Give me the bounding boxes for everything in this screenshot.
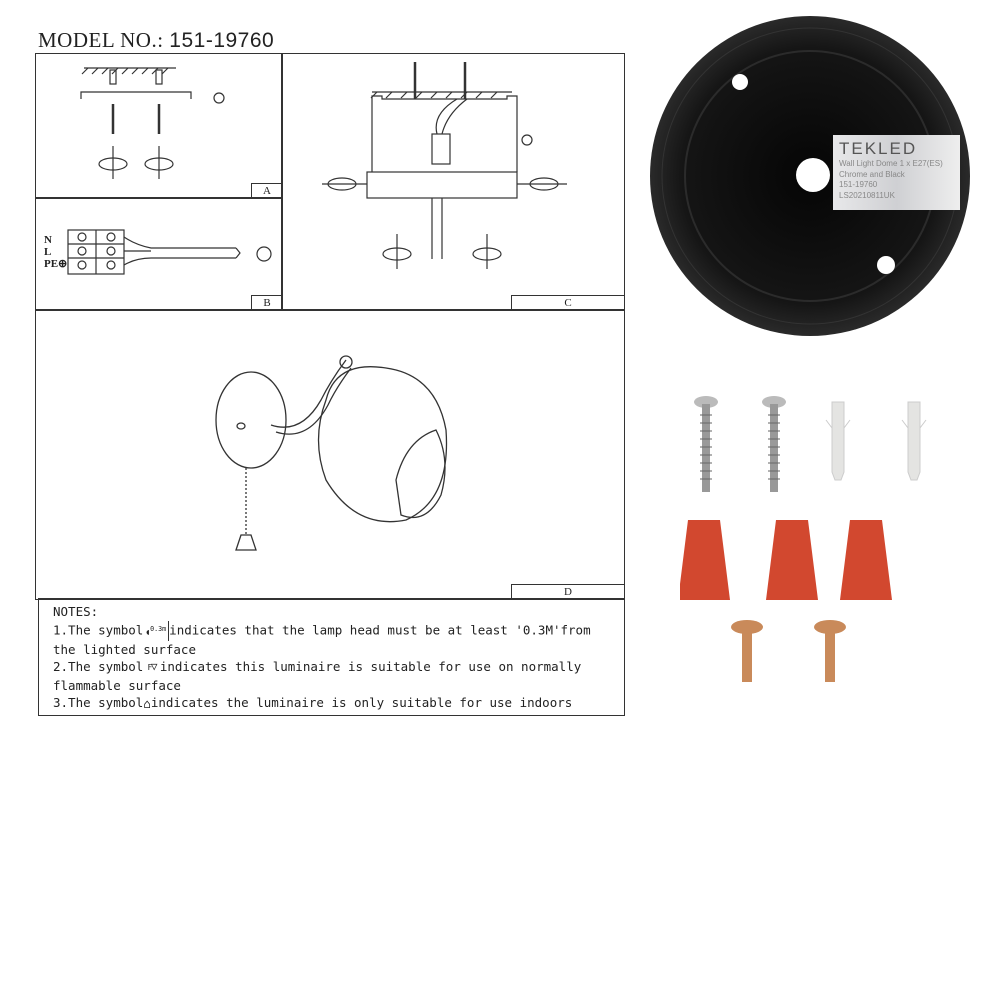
wood-screw <box>762 396 786 492</box>
label-line-3: 151-19760 <box>839 180 878 189</box>
wire-connector <box>840 520 892 600</box>
neutral-label: N <box>44 234 52 246</box>
model-number-heading: MODEL NO.: 151-19760 <box>38 28 275 52</box>
wall-light-drawing <box>215 355 448 551</box>
note-2: 2.The symbol ▽F indicates this luminaire… <box>53 659 582 693</box>
flammable-surface-icon: ▽F <box>147 660 158 674</box>
panel-b-label: B <box>251 295 282 310</box>
label-line-4: LS20210811UK <box>839 190 895 200</box>
product-label-sticker: TEKLED Wall Light Dome 1 x E27(ES) Chrom… <box>833 135 960 210</box>
ceiling-mount-drawing <box>80 67 225 179</box>
wire-connector <box>680 520 730 600</box>
note-3: 3.The symbol⌂indicates the luminaire is … <box>53 695 573 712</box>
panel-a: A <box>35 53 283 199</box>
panel-c-label: C <box>511 295 624 310</box>
panel-c: C <box>281 53 625 311</box>
notes-title: NOTES: <box>53 604 99 619</box>
indoor-house-icon: ⌂ <box>143 696 151 712</box>
wiring-terminal-drawing <box>67 229 272 275</box>
brass-screw <box>731 620 763 682</box>
earth-label: PE⊕ <box>44 258 68 270</box>
label-line-1: Wall Light Dome 1 x E27(ES) <box>839 159 943 168</box>
brass-screw <box>814 620 846 682</box>
wall-plug <box>825 401 851 481</box>
wire-connector <box>766 520 818 600</box>
panel-d: D <box>35 309 625 600</box>
brand-logo: TEKLED <box>839 139 918 158</box>
base-assembly-drawing <box>322 62 567 269</box>
panel-a-label: A <box>251 183 282 198</box>
panel-b: N L PE⊕ B <box>35 197 283 311</box>
distance-symbol-icon: ◖0.3m <box>143 620 170 641</box>
label-line-2: Chrome and Black <box>839 169 905 179</box>
hardware-photo <box>680 396 927 682</box>
wood-screw <box>694 396 718 492</box>
live-label: L <box>44 246 52 258</box>
wall-plug <box>901 401 927 481</box>
panel-d-label: D <box>511 584 624 599</box>
